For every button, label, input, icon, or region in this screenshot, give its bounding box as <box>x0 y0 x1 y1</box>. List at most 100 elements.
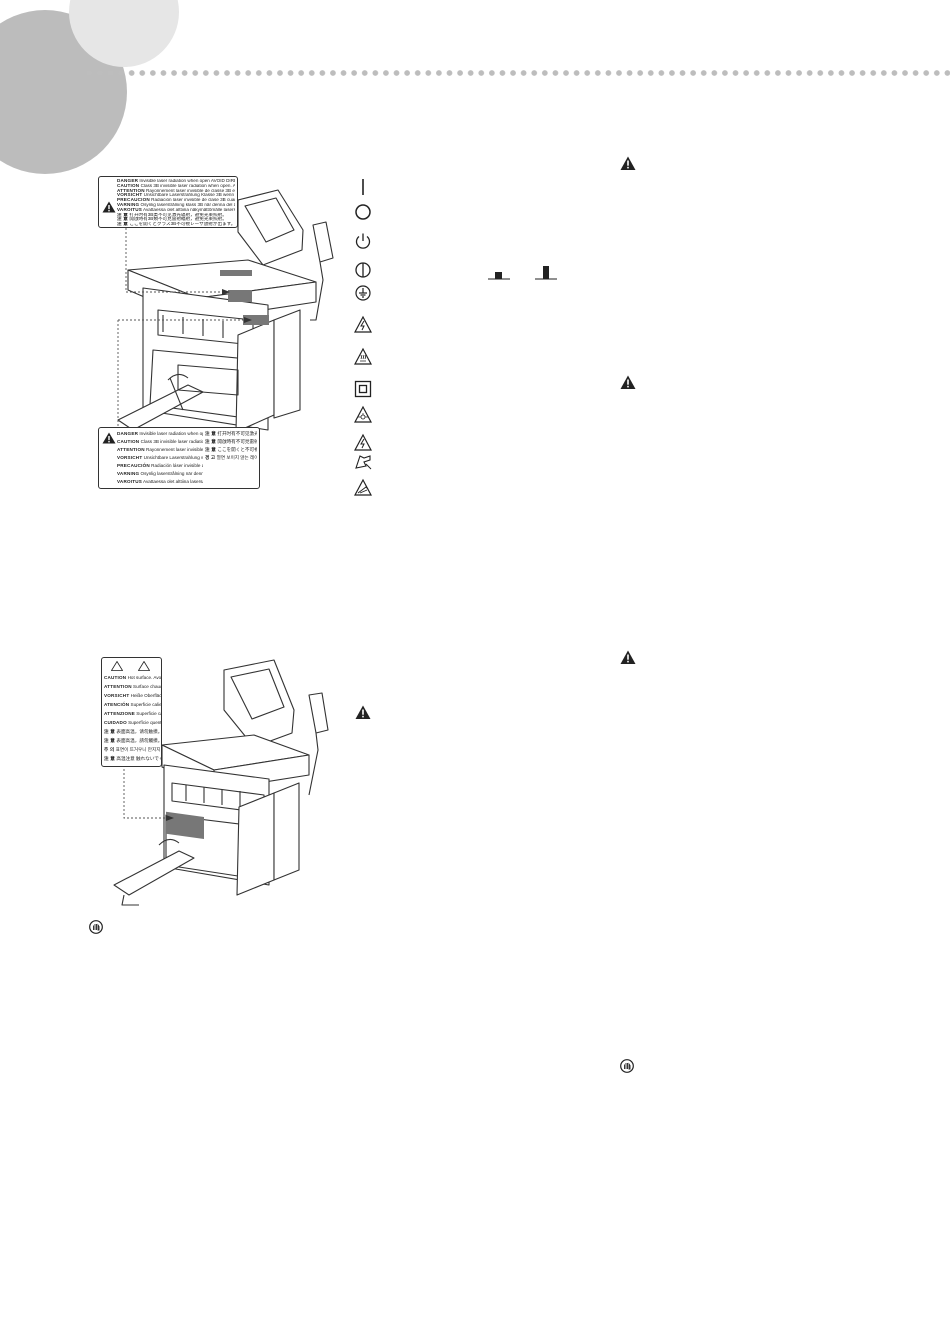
laser-caution-label-top: DANGER Invisible laser radiation when op… <box>98 176 238 228</box>
label-line-keyword: ATTENTION <box>117 447 145 452</box>
power-on-icon <box>352 176 374 198</box>
label-line-text: Radiación láser invisible de clase 3B cu… <box>151 198 235 203</box>
label-line: 注 意 開啟時有不可見雷射輻射，避免光束照射。 <box>205 438 257 446</box>
label-line-text: Osynlig laserstrålning när denna del är … <box>140 471 203 476</box>
label-line-keyword: ATTENTION <box>104 684 132 689</box>
label-line-text: Avattaessa olet alttiina lasersäteilylle… <box>143 479 203 484</box>
label-line: 주 의 표면이 뜨거우니 만지지 마십시오. <box>104 745 161 754</box>
laser-caution-label-bottom: DANGER Invisible laser radiation when op… <box>98 427 260 489</box>
label-line-keyword: VORSICHT <box>117 455 143 460</box>
printer-illustration-bottom <box>113 659 329 906</box>
label-line-keyword: ATTENTION <box>117 188 145 193</box>
label-line: CUIDADO Superfície quente. Evite o conta… <box>104 718 161 727</box>
label-line: ATTENTION Rayonnement laser invisible de… <box>117 189 235 194</box>
label-line-text: 表面高溫，請勿觸摸。 <box>115 738 161 743</box>
label-line: 注 意 高温注意 触れないでください。 <box>104 754 161 763</box>
label-line-keyword: 注 意 <box>104 756 116 761</box>
label-line-text: 열면 보이지 않는 레이저 방사가 나옵니다. <box>216 455 257 460</box>
label-line-text: Rayonnement laser invisible en cas d'ouv… <box>146 447 203 452</box>
label-line: ATTENTION Surface chaude. Éviter le cont… <box>104 682 161 691</box>
label-line: VORSICHT Unsichtbare Laserstrahlung wenn… <box>117 454 203 462</box>
label-line-text: Unsichtbare Laserstrahlung Klasse 3B wen… <box>143 193 235 198</box>
label-line: DANGER Invisible laser radiation when op… <box>117 179 235 184</box>
label-line-text: Superficie calda. Evitare il contatto. <box>136 711 161 716</box>
label-line-text: Invisible laser radiation when open and … <box>139 431 203 436</box>
label-line-text: 打开时有3B类不可见激光辐射，避免光束照射。 <box>128 212 227 217</box>
standby-icon <box>352 230 374 252</box>
label-line-keyword: VORSICHT <box>104 693 130 698</box>
label-line-text: Rayonnement laser invisible de classe 3B… <box>146 188 235 193</box>
important-note-icon <box>620 1059 634 1078</box>
caution-triangle-icon <box>620 650 636 670</box>
caution-triangle-icon <box>355 705 371 725</box>
label-line-text: Osynlig laserstrålning klass 3B när denn… <box>140 202 235 207</box>
label-line: 注 意 表面高溫，請勿觸摸。 <box>104 736 161 745</box>
label-line-keyword: 注 意 <box>117 217 129 222</box>
label-line-keyword: PRECAUCION <box>117 198 150 203</box>
label-line-text: Class 3B invisible laser radiation when … <box>140 439 203 444</box>
label-line-keyword: 注 意 <box>205 447 217 452</box>
electric-shock-warning-icon <box>352 314 374 336</box>
electric-shock-warning-icon <box>111 661 123 671</box>
laser-warning-icon <box>352 404 374 426</box>
label-line-keyword: 주 의 <box>104 747 115 752</box>
label-line-text: Hot surface. Avoid contact. <box>127 675 161 680</box>
label-line-text: Radiación láser invisible al abrir. <box>151 463 203 468</box>
label-line: DANGER Invisible laser radiation when op… <box>117 430 203 438</box>
protective-earth-icon <box>352 282 374 304</box>
label-line-keyword: VARNING <box>117 202 140 207</box>
label-line: VARNING Osynlig laserstrålning klass 3B … <box>117 203 235 208</box>
label-line-keyword: 注 意 <box>117 222 129 227</box>
label-line-keyword: PRECAUCIÓN <box>117 463 150 468</box>
label-line-keyword: 注 意 <box>104 729 116 734</box>
switch-standby-icon <box>488 272 510 280</box>
printer-illustration-top <box>117 189 334 489</box>
label-line-text: Unsichtbare Laserstrahlung wenn geöffnet… <box>143 455 203 460</box>
label-line: CAUTION Class 3B invisible laser radiati… <box>117 438 203 446</box>
label-line-keyword: VARNING <box>117 471 140 476</box>
switch-on-icon <box>535 266 557 280</box>
label-line-keyword: 注 意 <box>205 431 217 436</box>
label-line: CAUTION Class 3B invisible laser radiati… <box>117 184 235 189</box>
label-line-text: Superfície quente. Evite o contato. <box>128 720 161 725</box>
label-line-keyword: VAROITUS <box>117 479 142 484</box>
label-line: VAROITUS Avattaessa olet alttiina näkymä… <box>117 208 235 213</box>
important-note-icon <box>89 920 103 939</box>
label-line: ATTENTION Rayonnement laser invisible en… <box>117 446 203 454</box>
label-line-text: Invisible laser radiation when open AVOI… <box>139 179 235 183</box>
caution-triangle-icon <box>620 375 636 395</box>
label-line-keyword: CUIDADO <box>104 720 127 725</box>
label-line-keyword: 경 고 <box>205 455 216 460</box>
power-off-icon <box>352 201 374 223</box>
label-line-text: 표면이 뜨거우니 만지지 마십시오. <box>115 747 161 752</box>
label-line: 注 意 打开时有不可见激光辐射，避免光束照射。 <box>205 430 257 438</box>
label-line-text: Heiße Oberfläche. Nicht berühren. <box>130 693 161 698</box>
corner-decoration <box>0 0 179 174</box>
label-line: PRECAUCIÓN Radiación láser invisible al … <box>117 462 203 470</box>
caution-triangle-icon <box>102 432 116 444</box>
label-line: 注 意 ここを開くと不可視レーザ放射が出ます。 <box>205 446 257 454</box>
label-line-keyword: 注 意 <box>205 439 217 444</box>
pinch-warning-icon <box>352 477 374 499</box>
header-dotted-rule <box>84 69 950 77</box>
label-line: 注 意 表面高温，请勿触摸。 <box>104 727 161 736</box>
label-line-text: Superficie caliente. Evite el contacto. <box>130 702 161 707</box>
label-line-text: Avattaessa olet alttiina näkymättömälle … <box>143 207 235 212</box>
label-line: 注 意 ここを開くとクラス3B不可視レーザ放射が出ます。ビームの被ばくを避けるこ… <box>117 222 235 227</box>
caution-triangle-icon <box>102 201 116 213</box>
caution-triangle-icon <box>620 156 636 176</box>
label-line-keyword: DANGER <box>117 431 139 436</box>
label-line: PRECAUCION Radiación láser invisible de … <box>117 198 235 203</box>
on-off-toggle-icon <box>352 259 374 281</box>
label-line: VORSICHT Heiße Oberfläche. Nicht berühre… <box>104 691 161 700</box>
hot-surface-warning-icon <box>352 346 374 368</box>
label-line: ATENCIÓN Superficie caliente. Evite el c… <box>104 700 161 709</box>
label-line-keyword: 注 意 <box>104 738 116 743</box>
label-line-keyword: CAUTION <box>104 675 127 680</box>
label-line-keyword: 注 意 <box>117 212 129 217</box>
label-line: CAUTION Hot surface. Avoid contact. <box>104 673 161 682</box>
class-ii-equipment-icon <box>352 378 374 400</box>
label-line: VAROITUS Avattaessa olet alttiina lasers… <box>117 478 203 486</box>
label-line-text: 打开时有不可见激光辐射，避免光束照射。 <box>217 431 257 436</box>
hot-surface-warning-icon <box>138 661 150 671</box>
